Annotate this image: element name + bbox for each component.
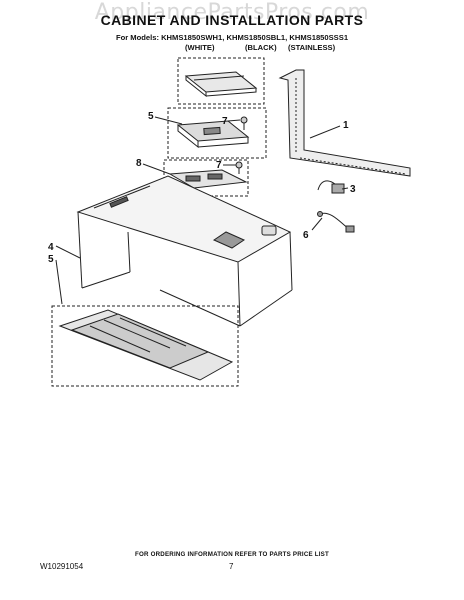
mounting-bracket-part: [278, 69, 411, 177]
wire-connector-part: [317, 180, 345, 194]
callout-4: 4: [48, 242, 54, 253]
cabinet-part: [76, 175, 293, 327]
callout-7-upper: 7: [222, 116, 228, 127]
screw-part-upper: [240, 116, 248, 130]
document-number: W10291054: [40, 562, 84, 571]
variant-stainless: (STAINLESS): [288, 43, 336, 52]
damper-assembly-part: [167, 107, 267, 159]
callout-2: 5: [148, 111, 154, 122]
callout-6: 6: [303, 230, 309, 241]
bottom-grille-part: [51, 305, 239, 387]
variant-black: (BLACK): [245, 43, 277, 52]
callout-5: 5: [48, 254, 54, 265]
callout-7-lower: 7: [216, 160, 222, 171]
page-number: 7: [229, 562, 234, 571]
callout-labels: 5 1 7 8 7 3 6 4 5: [48, 111, 356, 265]
callout-3: 3: [350, 184, 356, 195]
callout-1: 1: [343, 120, 349, 131]
site-watermark: AppliancePartsPros.com: [94, 0, 370, 25]
screw-part-lower: [235, 161, 243, 174]
leader-lines: [55, 116, 349, 305]
callout-8: 8: [136, 158, 142, 169]
variant-white: (WHITE): [185, 43, 215, 52]
ordering-note: FOR ORDERING INFORMATION REFER TO PARTS …: [135, 551, 329, 558]
top-vent-part: [177, 57, 265, 105]
models-line: For Models: KHMS1850SWH1, KHMS1850SBL1, …: [115, 33, 349, 42]
page-title: CABINET AND INSTALLATION PARTS: [100, 12, 364, 28]
wire-harness-part: [317, 211, 355, 233]
